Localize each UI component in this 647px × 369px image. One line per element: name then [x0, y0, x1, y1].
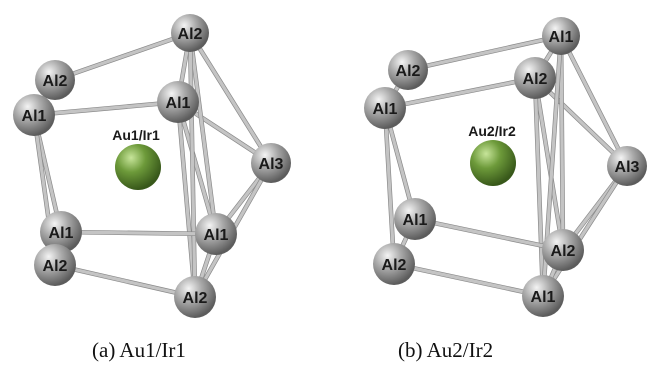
bond [382, 75, 538, 111]
bond [187, 30, 274, 166]
bond [405, 33, 564, 73]
atom-label: Al2 [43, 73, 68, 90]
atom-label: Al2 [178, 26, 203, 43]
atom: Al3 [607, 146, 647, 186]
center-atom [115, 144, 161, 190]
atom-label: Al2 [523, 71, 548, 88]
center-atom [470, 140, 516, 186]
bond [58, 229, 219, 237]
atom-label: Al3 [615, 159, 640, 176]
atom: Al1 [522, 275, 564, 317]
atom-label: Al3 [259, 156, 284, 173]
atom-label: Al1 [403, 212, 428, 229]
atom-label: Al1 [22, 108, 47, 125]
bond [532, 75, 630, 169]
bond [187, 30, 198, 300]
atom: Al2 [34, 244, 76, 286]
bond [532, 75, 546, 299]
atom-label: Al1 [373, 101, 398, 118]
bond [540, 163, 630, 299]
atom-label: Al2 [382, 257, 407, 274]
atom: Al2 [171, 14, 209, 52]
atom: Al1 [394, 198, 436, 240]
bond [391, 261, 546, 299]
atom: Al1 [195, 213, 237, 255]
atom-label: Al1 [49, 225, 74, 242]
bond [382, 105, 397, 267]
bond [52, 30, 193, 83]
atom: Al2 [388, 50, 428, 90]
bond [52, 262, 198, 300]
atom: Al1 [542, 17, 580, 55]
atom-label: Al1 [549, 29, 574, 46]
atom: Al1 [364, 87, 406, 129]
atom: Al2 [174, 276, 216, 318]
atom-label: Al1 [204, 227, 229, 244]
atom: Al2 [35, 60, 75, 100]
atom-label: Al1 [166, 95, 191, 112]
atom: Al2 [542, 229, 584, 271]
atom: Al3 [251, 143, 291, 183]
caption-panel-a: (a) Au1/Ir1 [92, 338, 186, 362]
bond [175, 99, 219, 237]
caption-panel-b: (b) Au2/Ir2 [398, 338, 494, 362]
bond [31, 99, 181, 118]
atom: Al2 [373, 243, 415, 285]
center-atom-label: Au2/Ir2 [468, 123, 516, 139]
atom: Al1 [13, 94, 55, 136]
atom-label: Al2 [551, 243, 576, 260]
bond [187, 30, 219, 237]
bond [558, 33, 566, 253]
atom-label: Al2 [396, 63, 421, 80]
bond [532, 75, 566, 253]
atom: Al2 [514, 57, 556, 99]
atom-label: Al2 [183, 290, 208, 307]
center-atom-label: Au1/Ir1 [112, 127, 160, 143]
atom-label: Al1 [531, 289, 556, 306]
atom-label: Al2 [43, 258, 68, 275]
atom: Al1 [40, 211, 82, 253]
atom: Al1 [157, 81, 199, 123]
bond [412, 216, 566, 253]
bond [558, 33, 630, 169]
